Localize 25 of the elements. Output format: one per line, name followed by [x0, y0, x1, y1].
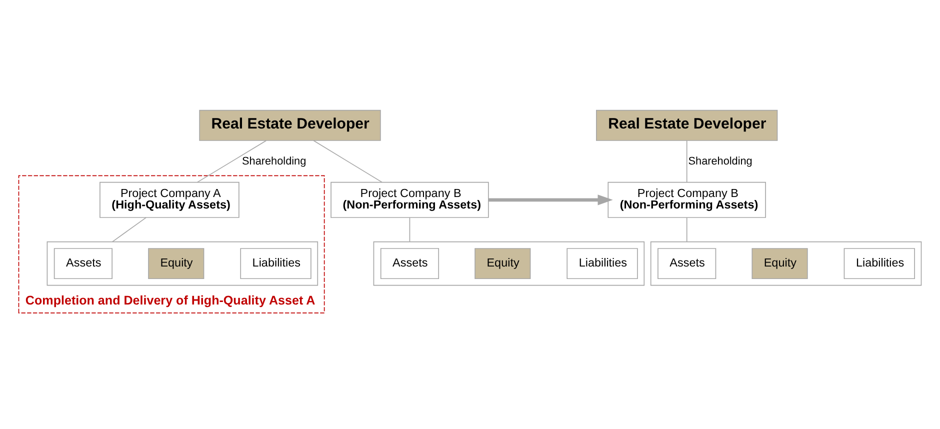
cluster: [650, 240, 922, 286]
arrow: [488, 194, 613, 205]
connector: [409, 216, 410, 242]
node-box: Equity: [752, 248, 808, 279]
cluster: [373, 240, 645, 286]
node-box: Liabilities: [566, 248, 638, 279]
node-box: Liabilities: [240, 248, 312, 279]
connector: [686, 140, 688, 182]
node-box: Project Company B (Non-Performing Assets): [330, 181, 489, 218]
node-box: Equity: [474, 248, 531, 279]
node-box: Liabilities: [844, 248, 915, 279]
cluster: [46, 240, 318, 286]
edge-label: Shareholding: [242, 154, 306, 167]
node-box: Project Company B (Non-Performing Assets): [608, 181, 766, 218]
connector: [686, 216, 688, 242]
edge-label: Shareholding: [688, 154, 752, 167]
node-box: Assets: [54, 248, 113, 279]
node-box: Real Estate Developer: [596, 109, 778, 140]
node-box: Assets: [658, 248, 716, 279]
node-box: Real Estate Developer: [199, 109, 381, 140]
node-box: Assets: [380, 248, 440, 279]
connector: [112, 216, 147, 242]
node-box: Project Company A (High-Quality Assets): [100, 181, 240, 218]
connector: [313, 140, 383, 182]
node-box: Equity: [148, 248, 204, 279]
